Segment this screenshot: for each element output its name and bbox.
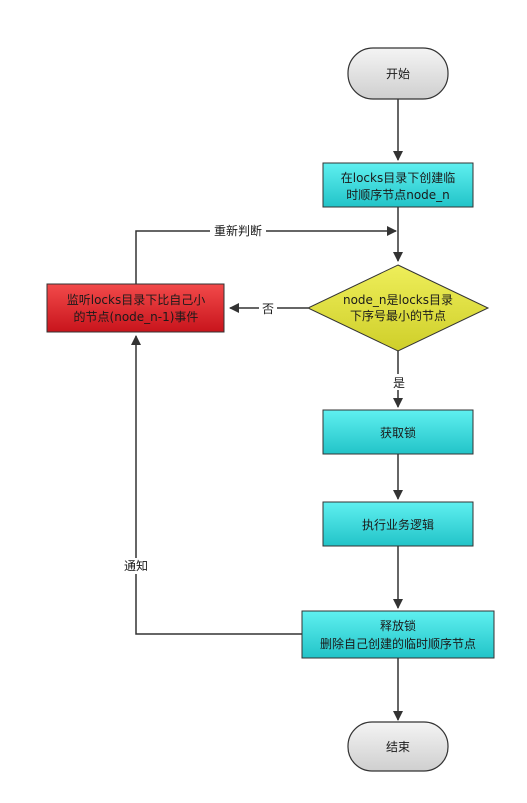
- edge-label-no: 否: [262, 302, 274, 316]
- release-label-line2: 删除自己创建的临时顺序节点: [320, 636, 476, 651]
- acquire-label: 获取锁: [380, 425, 416, 440]
- execute-label: 执行业务逻辑: [362, 517, 434, 532]
- release-label-line1: 释放锁: [380, 618, 416, 633]
- end-label: 结束: [386, 740, 410, 754]
- edge-label-notify: 通知: [124, 559, 148, 573]
- listen-process: 监听locks目录下比自己小 的节点(node_n-1)事件: [46, 283, 225, 333]
- acquire-lock-process: 获取锁: [322, 409, 474, 455]
- decision-label-line1: node_n是locks目录: [343, 293, 453, 307]
- start-node: 开始: [347, 47, 449, 100]
- edge-labels: 重新判断 否 是 通知: [120, 223, 408, 574]
- edge-notify-loop: [131, 335, 302, 635]
- end-node: 结束: [347, 721, 449, 772]
- create-label-line2: 时顺序节点node_n: [346, 187, 450, 202]
- edge-label-yes: 是: [393, 376, 405, 390]
- release-lock-process: 释放锁 删除自己创建的临时顺序节点: [301, 610, 495, 659]
- decision-label-line2: 下序号最小的节点: [350, 308, 446, 323]
- start-label: 开始: [386, 67, 410, 81]
- create-label-line1: 在locks目录下创建临: [341, 171, 455, 185]
- execute-logic-process: 执行业务逻辑: [322, 501, 474, 547]
- edge-rejudge-loop: [135, 226, 397, 284]
- listen-label-line2: 的节点(node_n-1)事件: [74, 309, 199, 324]
- listen-label-line1: 监听locks目录下比自己小: [67, 293, 205, 307]
- decision-node: node_n是locks目录 下序号最小的节点: [306, 264, 490, 352]
- create-node-process: 在locks目录下创建临 时顺序节点node_n: [322, 162, 474, 208]
- edge-label-rejudge: 重新判断: [214, 223, 262, 238]
